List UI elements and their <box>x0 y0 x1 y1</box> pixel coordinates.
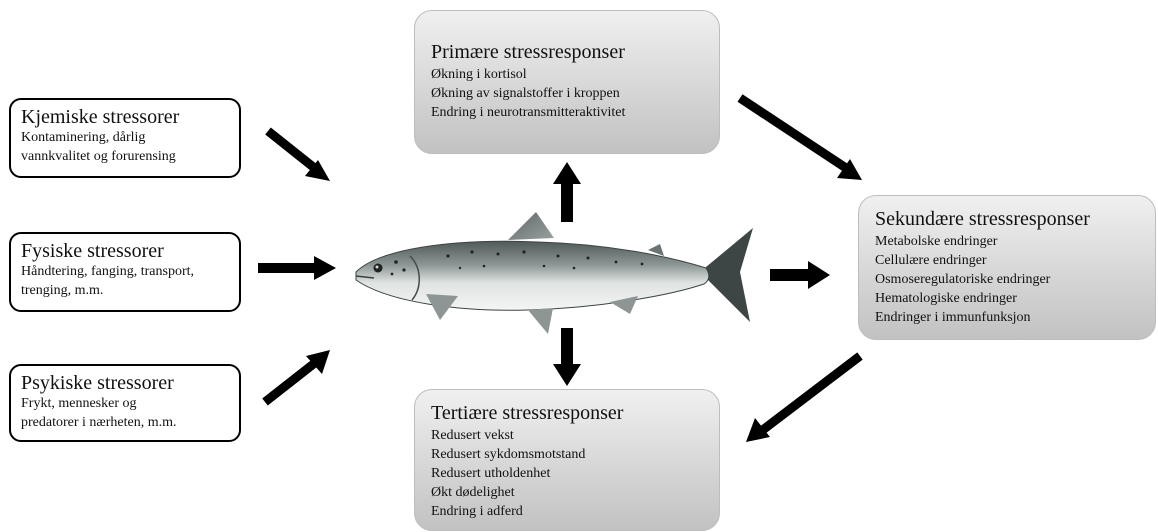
secondary-line-3: Osmoseregulatoriske endringer <box>875 270 1139 289</box>
secondary-line-1: Metabolske endringer <box>875 232 1139 251</box>
tertiary-responses-title: Tertiære stressresponser <box>431 402 703 424</box>
stressor-chemical-line-1: Kontaminering, dårlig <box>21 128 229 147</box>
primary-line-2: Økning av signalstoffer i kroppen <box>431 84 703 103</box>
secondary-line-4: Hematologiske endringer <box>875 289 1139 308</box>
primary-responses: Primære stressresponser Økning i kortiso… <box>414 10 720 154</box>
stressor-chemical-line-2: vannkvalitet og forurensing <box>21 147 229 166</box>
stressor-physical: Fysiske stressorer Håndtering, fanging, … <box>9 232 241 312</box>
secondary-line-5: Endringer i immunfunksjon <box>875 308 1139 327</box>
primary-line-3: Endring i neurotransmitteraktivitet <box>431 103 703 122</box>
stressor-chemical: Kjemiske stressorer Kontaminering, dårli… <box>9 98 241 178</box>
secondary-responses: Sekundære stressresponser Metabolske end… <box>858 195 1156 340</box>
primary-line-1: Økning i kortisol <box>431 65 703 84</box>
tertiary-line-5: Endring i adferd <box>431 502 703 521</box>
tertiary-line-4: Økt dødelighet <box>431 483 703 502</box>
tertiary-line-1: Redusert vekst <box>431 426 703 445</box>
stressor-physical-line-1: Håndtering, fanging, transport, <box>21 262 229 281</box>
salmon-fish-icon <box>348 210 758 340</box>
arrow-primary-to-secondary <box>740 98 862 180</box>
stressor-psychological-title: Psykiske stressorer <box>21 372 229 394</box>
secondary-responses-title: Sekundære stressresponser <box>875 208 1139 230</box>
tertiary-line-2: Redusert sykdomsmotstand <box>431 445 703 464</box>
stressor-psychological-line-2: predatorer i nærheten, m.m. <box>21 413 229 432</box>
arrow-secondary-to-tertiary <box>746 356 860 442</box>
tertiary-responses: Tertiære stressresponser Redusert vekst … <box>414 389 720 531</box>
stressor-chemical-title: Kjemiske stressorer <box>21 106 229 128</box>
stressor-physical-title: Fysiske stressorer <box>21 240 229 262</box>
tertiary-line-3: Redusert utholdenhet <box>431 464 703 483</box>
arrow-chemical-to-fish <box>268 131 330 181</box>
stressor-psychological-line-1: Frykt, mennesker og <box>21 394 229 413</box>
arrow-psych-to-fish <box>265 350 330 402</box>
arrow-fish-to-secondary <box>770 261 830 289</box>
stressor-psychological: Psykiske stressorer Frykt, mennesker og … <box>9 364 241 442</box>
primary-responses-title: Primære stressresponser <box>431 41 703 63</box>
arrow-physical-to-fish <box>258 256 336 280</box>
secondary-line-2: Cellulære endringer <box>875 251 1139 270</box>
stressor-physical-line-2: trenging, m.m. <box>21 281 229 300</box>
